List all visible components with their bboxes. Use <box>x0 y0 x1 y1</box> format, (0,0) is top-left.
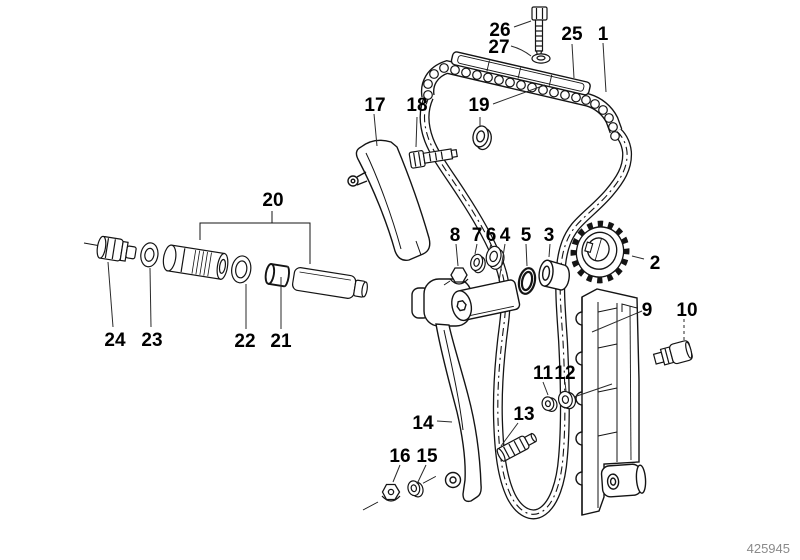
part-label-7[interactable]: 7 <box>472 225 483 246</box>
leader-2 <box>631 255 645 260</box>
part-label-13[interactable]: 13 <box>513 404 534 425</box>
leader-lines <box>107 20 685 485</box>
plug-24 <box>96 235 137 262</box>
part-label-16[interactable]: 16 <box>389 446 410 467</box>
part-label-15[interactable]: 15 <box>416 446 438 467</box>
part-label-2[interactable]: 2 <box>650 253 661 274</box>
part-label-18[interactable]: 18 <box>406 95 427 116</box>
washer-7 <box>470 253 486 274</box>
washer-15 <box>407 475 437 498</box>
washer-11 <box>541 396 558 413</box>
leader-5 <box>525 243 528 267</box>
chain-rollers <box>423 63 620 141</box>
part-label-27[interactable]: 27 <box>488 37 509 58</box>
guide-rail-9 <box>575 288 647 516</box>
part-label-12[interactable]: 12 <box>554 363 575 384</box>
part-label-19[interactable]: 19 <box>468 95 489 116</box>
part-label-6[interactable]: 6 <box>486 225 497 246</box>
leader-9 <box>591 310 643 333</box>
leader-18 <box>415 116 418 148</box>
washer-27 <box>531 53 551 64</box>
part-callouts: 1 2 3 4 5 6 7 8 9 10 11 12 13 14 15 16 1… <box>104 20 697 467</box>
leader-7 <box>474 243 478 255</box>
part-label-8[interactable]: 8 <box>450 225 461 246</box>
part-label-23[interactable]: 23 <box>141 330 162 351</box>
spacer-sleeve-3 <box>538 259 570 291</box>
leader-26 <box>513 20 532 28</box>
leader-14 <box>436 420 453 423</box>
leader-27 <box>510 45 532 57</box>
washer-22 <box>231 255 252 284</box>
part-label-17[interactable]: 17 <box>364 95 385 116</box>
part-label-24[interactable]: 24 <box>104 330 126 351</box>
pivot-pin-4 <box>451 279 521 322</box>
leader-4 <box>498 243 506 282</box>
part-label-9[interactable]: 9 <box>642 300 653 321</box>
part-label-14[interactable]: 14 <box>412 413 434 434</box>
seal-ring-23 <box>140 242 159 268</box>
sprocket-2 <box>570 220 630 284</box>
tensioner-body <box>162 244 229 280</box>
bolt-18 <box>408 148 458 169</box>
leader-1 <box>602 42 607 93</box>
part-label-22[interactable]: 22 <box>234 331 255 352</box>
nut-8 <box>443 267 469 286</box>
leader-17 <box>373 113 378 147</box>
bolt-26 <box>531 6 548 57</box>
part-label-26[interactable]: 26 <box>489 20 510 41</box>
guide-rail-25 <box>450 51 591 96</box>
part-label-3[interactable]: 3 <box>544 225 555 246</box>
pin-13 <box>496 432 537 462</box>
part-label-4[interactable]: 4 <box>500 225 511 246</box>
leader-8 <box>455 243 459 267</box>
leader-15 <box>416 464 427 485</box>
part-label-11[interactable]: 11 <box>533 363 554 384</box>
group-20-bracket <box>199 222 311 264</box>
washer-12 <box>557 390 577 410</box>
timing-chain <box>419 59 633 520</box>
part-label-1[interactable]: 1 <box>598 24 609 45</box>
o-ring-5 <box>517 267 537 295</box>
tensioner-assembly-20 <box>83 211 368 299</box>
chain-centerline <box>423 96 628 515</box>
washer-6 <box>485 245 505 270</box>
leader-3 <box>548 243 551 258</box>
part-label-21[interactable]: 21 <box>270 331 292 352</box>
leader-11 <box>542 381 549 396</box>
drawing-number: 425945 <box>747 541 790 556</box>
leader-12a <box>564 381 567 392</box>
leader-16 <box>392 464 401 483</box>
leader-25 <box>571 43 575 79</box>
rail-9-boss <box>600 463 647 498</box>
leader-19b <box>492 84 546 105</box>
part-label-25[interactable]: 25 <box>561 24 583 45</box>
nut-16 <box>362 483 401 511</box>
bolt-10 <box>652 340 693 366</box>
part-label-5[interactable]: 5 <box>521 225 532 246</box>
leader-6 <box>489 243 492 249</box>
tensioner-rail-17 <box>347 139 431 261</box>
plunger <box>291 267 368 299</box>
leader-12b <box>573 383 613 398</box>
leader-13 <box>500 422 519 447</box>
part-label-20[interactable]: 20 <box>262 190 283 211</box>
washer-19 <box>472 125 492 151</box>
part-label-10[interactable]: 10 <box>676 300 697 321</box>
leader-23 <box>149 267 152 328</box>
leader-24 <box>107 261 114 328</box>
